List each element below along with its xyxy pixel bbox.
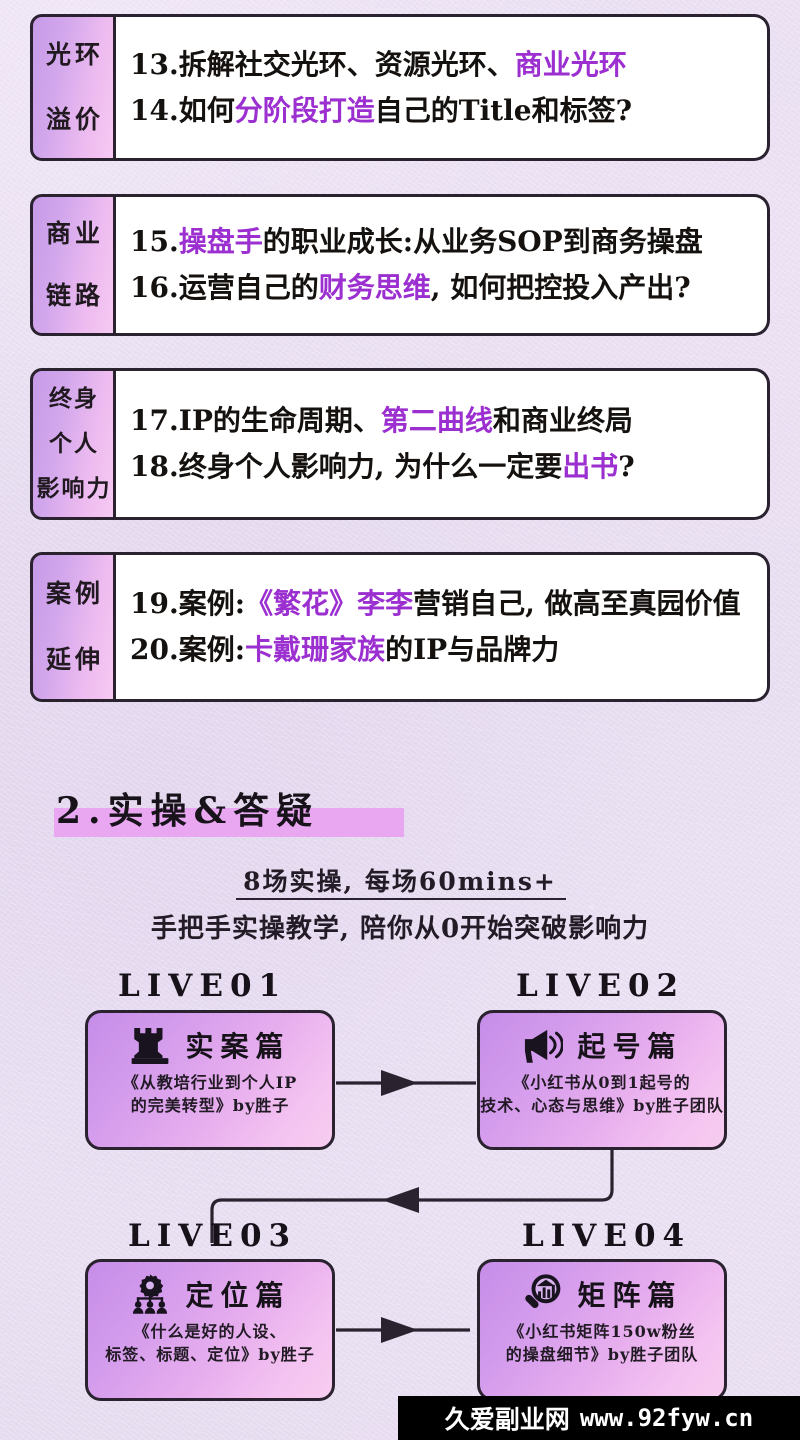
- live-session-desc-line-2: 标签、标题、定位》by胜子: [105, 1345, 315, 1365]
- card-topic-row: 14.如何分阶段打造自己的Title和标签?: [130, 88, 767, 134]
- topic-highlight-text: 《繁花》李李: [245, 587, 414, 620]
- topic-text: 如何: [178, 93, 235, 127]
- live-session-desc-line-2: 技术、心态与思维》by胜子团队: [480, 1096, 724, 1116]
- topic-text: 拆解社交光环、资源光环、: [178, 47, 515, 81]
- card-topic-row: 13.拆解社交光环、资源光环、商业光环: [130, 42, 767, 88]
- card-category-label: 光环溢价: [30, 14, 116, 161]
- live-session-title: 实案篇: [185, 1030, 291, 1063]
- watermark-bar: 久爱副业网 www.92fyw.cn: [398, 1396, 800, 1440]
- org-chart-gear-icon: [133, 1274, 168, 1314]
- topic-number: 17.: [130, 404, 179, 437]
- card-topic-row: 17.IP的生命周期、第二曲线和商业终局: [130, 398, 767, 444]
- card-category-label-line: 延伸: [45, 645, 104, 674]
- topic-text: 营销自己, 做高至真园价值: [413, 587, 741, 620]
- live-session-desc-line-1: 《小红书从0到1起号的: [513, 1073, 691, 1092]
- live-session-desc-line-1: 《小红书矩阵150w粉丝: [508, 1322, 696, 1341]
- topic-number: 13.: [130, 47, 179, 81]
- section-2-title: 2.实操&答疑: [56, 790, 320, 832]
- topic-text: 的IP与品牌力: [385, 633, 560, 666]
- live-session-desc-line-1: 《什么是好的人设、: [133, 1322, 287, 1341]
- live-session-label: LIVE01: [118, 968, 288, 1004]
- topic-highlight-text: 商业光环: [514, 47, 627, 81]
- section-2-subtitle-1: 8场实操, 每场60mins+: [243, 867, 557, 896]
- live-session-label: LIVE02: [516, 968, 686, 1004]
- card-category-label-line: 影响力: [36, 474, 112, 502]
- topic-number: 16.: [130, 271, 179, 304]
- topic-highlight-text: 分阶段打造: [234, 93, 375, 127]
- live-session-label: LIVE03: [128, 1218, 298, 1254]
- topic-text: 案例:: [178, 633, 246, 666]
- live-session-header: 定位篇: [96, 1268, 324, 1320]
- card-category-label-line: 光环: [45, 40, 104, 70]
- topic-text: 的职业成长:从业务SOP到商务操盘: [262, 225, 703, 258]
- topic-number: 19.: [130, 587, 179, 620]
- live-session-card[interactable]: 定位篇《什么是好的人设、标签、标题、定位》by胜子: [85, 1259, 335, 1401]
- topic-number: 20.: [130, 633, 179, 666]
- card-category-label-line: 终身: [49, 385, 99, 413]
- card-category-label: 案例延伸: [30, 552, 116, 702]
- chess-rook-icon: [132, 1027, 169, 1065]
- topic-text: 终身个人影响力, 为什么一定要: [178, 450, 563, 483]
- card-topic-row: 18.终身个人影响力, 为什么一定要出书?: [130, 444, 767, 490]
- section-2-subtitle-2: 手把手实操教学, 陪你从0开始突破影响力: [150, 914, 650, 944]
- topic-text: 运营自己的: [178, 271, 319, 304]
- topic-highlight-text: 操盘手: [178, 225, 263, 258]
- card-category-label-line: 商业: [45, 219, 104, 248]
- topic-number: 18.: [130, 450, 179, 483]
- watermark-url: www.92fyw.cn: [579, 1404, 754, 1432]
- card-category-label-line: 溢价: [45, 104, 104, 134]
- subtitle-divider: [236, 898, 566, 900]
- watermark-site-name: 久爱副业网: [444, 1405, 570, 1434]
- live-session-card[interactable]: 起号篇《小红书从0到1起号的技术、心态与思维》by胜子团队: [477, 1010, 727, 1150]
- card-topic-row: 15.操盘手的职业成长:从业务SOP到商务操盘: [130, 219, 767, 265]
- topic-text: ?: [618, 450, 635, 483]
- megaphone-icon: [525, 1029, 564, 1063]
- topic-highlight-text: 卡戴珊家族: [245, 633, 386, 666]
- topic-text: 自己的Title和标签?: [374, 93, 633, 127]
- card-topic-row: 19.案例:《繁花》李李营销自己, 做高至真园价值: [130, 581, 767, 627]
- topic-text: 案例:: [178, 587, 246, 620]
- card-topic-row: 20.案例:卡戴珊家族的IP与品牌力: [130, 627, 767, 673]
- card-category-label: 商业链路: [30, 194, 116, 336]
- live-session-header: 矩阵篇: [488, 1268, 716, 1320]
- live-session-desc-line-2: 的完美转型》by胜子: [130, 1096, 290, 1116]
- topic-number: 15.: [130, 225, 179, 258]
- live-session-header: 实案篇: [96, 1019, 324, 1071]
- card-category-label-line: 链路: [45, 281, 104, 310]
- section-2-heading: 2.实操&答疑: [54, 782, 404, 837]
- topic-number: 14.: [130, 93, 179, 127]
- card-category-label-line: 案例: [45, 579, 104, 608]
- live-session-desc-line-2: 的操盘细节》by胜子团队: [505, 1345, 699, 1365]
- live-session-title: 起号篇: [577, 1030, 683, 1063]
- card-category-label: 终身个人影响力: [30, 368, 116, 520]
- live-session-title: 定位篇: [185, 1279, 291, 1312]
- topic-text: , 如何把控投入产出?: [430, 271, 691, 304]
- topic-highlight-text: 第二曲线: [380, 404, 493, 437]
- topic-text: 和商业终局: [492, 404, 633, 437]
- heading-highlight-bar: [54, 808, 404, 837]
- card-topic-row: 16.运营自己的财务思维, 如何把控投入产出?: [130, 265, 767, 311]
- live-session-desc-line-1: 《从教培行业到个人IP: [122, 1073, 298, 1092]
- live-session-card[interactable]: 实案篇《从教培行业到个人IP 的完美转型》by胜子: [85, 1010, 335, 1150]
- live-session-card[interactable]: 矩阵篇《小红书矩阵150w粉丝的操盘细节》by胜子团队: [477, 1259, 727, 1401]
- card-category-label-line: 个人: [49, 430, 99, 458]
- topic-highlight-text: 财务思维: [318, 271, 431, 304]
- live-session-title: 矩阵篇: [577, 1279, 683, 1312]
- topic-highlight-text: 出书: [562, 450, 619, 483]
- topic-text: IP的生命周期、: [178, 404, 381, 437]
- live-session-header: 起号篇: [488, 1019, 716, 1071]
- live-session-label: LIVE04: [522, 1218, 692, 1254]
- magnifier-chart-icon: [525, 1274, 561, 1309]
